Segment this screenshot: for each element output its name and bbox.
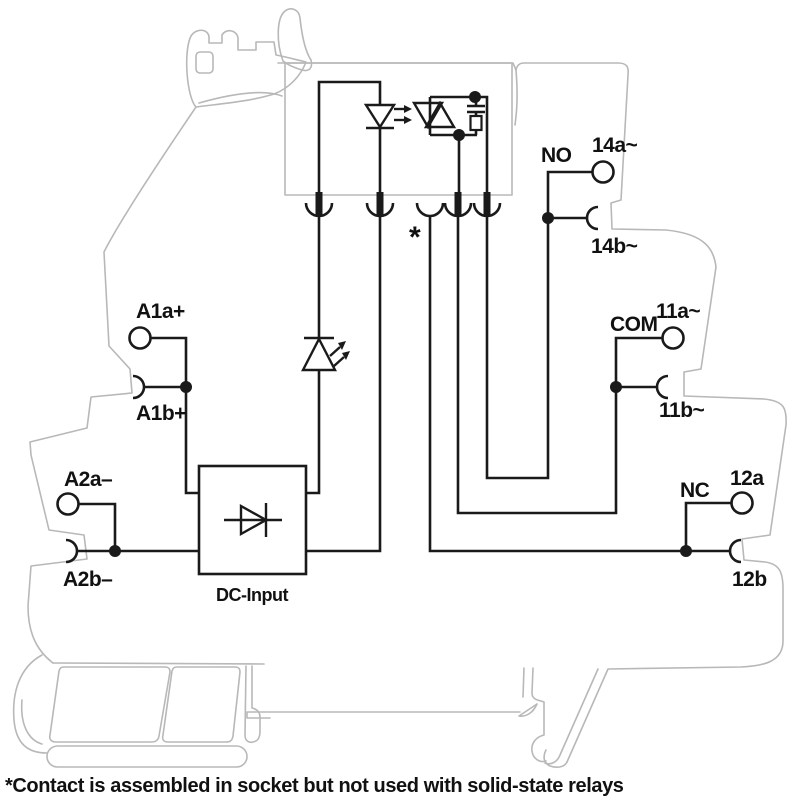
- junction-no: [542, 212, 554, 224]
- dc-input-box: [197, 464, 308, 576]
- module-case-outline: [12, 8, 787, 768]
- latch-window: [195, 51, 214, 74]
- status-led-arrow-1: [329, 346, 341, 357]
- status-led-arrow-2: [333, 356, 345, 367]
- status-led-triangle: [301, 336, 337, 372]
- opto-led-triangle: [363, 103, 397, 130]
- latch-lever-outline: [277, 8, 313, 72]
- din-rail-line: [246, 711, 521, 719]
- case-left-outline: [27, 106, 197, 664]
- label-12b: 12b: [732, 568, 767, 591]
- foot-left-hook: [12, 654, 48, 754]
- wire-socket4-to-com: [456, 216, 662, 515]
- label-11a: 11a~: [656, 300, 700, 323]
- label-nc: NC: [680, 479, 710, 502]
- label-no: NO: [541, 144, 572, 167]
- terminal-a1a-circle: [128, 326, 152, 350]
- foot-right-latch-detail: [531, 667, 547, 763]
- terminal-labels: A1a+ A1b+ A2a– A2b– NO 14a~ 14b~ COM 11a…: [63, 134, 767, 605]
- triac-triangle-up: [423, 100, 457, 129]
- opto-light-arrowhead-2: [404, 116, 412, 124]
- dc-input-block: [197, 464, 308, 576]
- junction-com: [610, 381, 622, 393]
- junction-nc: [680, 545, 692, 557]
- junction-snubber-bottom: [453, 129, 465, 141]
- terminal-14b-halfcircle: [585, 205, 599, 231]
- terminal-12a-circle: [730, 491, 754, 515]
- junction-a1: [180, 381, 192, 393]
- foot-channel-hook: [244, 665, 261, 744]
- status-led-arrowhead-1: [338, 341, 346, 350]
- circuit-wires: [77, 80, 731, 553]
- status-led-icon: [301, 336, 350, 372]
- wire-a2a-down: [79, 502, 117, 551]
- socket-pin-1: [315, 192, 323, 216]
- foot-right-latch-wedge: [518, 703, 538, 717]
- socket-cup-3-empty: [415, 202, 445, 218]
- foot-right-latch-inner: [544, 668, 599, 765]
- dc-input-label: DC-Input: [216, 585, 288, 605]
- foot-block-right: [161, 666, 241, 743]
- snubber-capacitor-icon: [467, 104, 485, 114]
- socket-pin-2: [376, 192, 384, 216]
- terminal-14a-circle: [591, 160, 615, 184]
- wire-a1-to-box: [151, 336, 199, 495]
- wire-triac-top: [430, 95, 489, 193]
- case-right-outline: [277, 62, 787, 763]
- junction-dots: [109, 91, 692, 557]
- label-a2b: A2b–: [63, 568, 113, 591]
- unused-contact-asterisk: *: [409, 221, 421, 254]
- label-14a: 14a~: [592, 134, 638, 157]
- wire-led2-to-box: [306, 370, 321, 495]
- label-com: COM: [610, 313, 658, 336]
- socket-pin-5: [483, 192, 491, 216]
- label-11b: 11b~: [659, 399, 705, 422]
- label-14b: 14b~: [591, 235, 638, 258]
- optocoupler-led-icon: [363, 103, 412, 130]
- foot-ledge: [52, 662, 265, 665]
- label-a1a: A1a+: [136, 300, 185, 323]
- terminal-a2a-circle: [56, 492, 80, 516]
- label-a2a: A2a–: [64, 468, 113, 491]
- case-seam-line: [514, 69, 518, 126]
- photo-triac-icon: [411, 100, 485, 132]
- foot-left-hook-inner: [20, 699, 43, 745]
- status-led-arrowhead-2: [342, 351, 350, 360]
- footnote-text: *Contact is assembled in socket but not …: [5, 775, 624, 797]
- triac-triangle-down: [411, 101, 445, 130]
- wire-socket5-to-no: [485, 170, 592, 480]
- latch-spring-curve: [198, 91, 283, 104]
- foot-rail-slot: [46, 745, 248, 768]
- junction-snubber-top: [469, 91, 481, 103]
- wire-opto-led-in: [317, 80, 382, 195]
- foot-block-left: [48, 666, 171, 743]
- release-latch-outline: [185, 29, 307, 108]
- wire-socket3-to-nc: [428, 216, 730, 553]
- junction-a2: [109, 545, 121, 557]
- label-12a: 12a: [730, 467, 764, 490]
- foot-right-latch-rib: [522, 667, 525, 698]
- socket-contacts: [304, 192, 502, 218]
- label-a1b: A1b+: [136, 402, 186, 425]
- ssr-circuit-block: [284, 62, 513, 196]
- wire-socket2-to-box: [306, 216, 382, 553]
- terminal-11a-circle: [661, 326, 685, 350]
- terminal-a1b-halfcircle: [132, 374, 146, 400]
- wire-nc-to-12a: [684, 501, 731, 551]
- terminal-11b-halfcircle: [655, 374, 669, 400]
- wire-triac-bottom: [430, 133, 477, 193]
- terminal-a2b-halfcircle: [65, 538, 79, 564]
- terminal-symbols: [56, 160, 754, 564]
- opto-light-arrowhead-1: [404, 105, 412, 113]
- foot-right-latch-outer: [543, 749, 568, 768]
- socket-pin-4: [454, 192, 462, 216]
- snubber-resistor-icon: [469, 114, 483, 132]
- terminal-12b-halfcircle: [728, 538, 742, 564]
- diode-triangle: [239, 503, 269, 537]
